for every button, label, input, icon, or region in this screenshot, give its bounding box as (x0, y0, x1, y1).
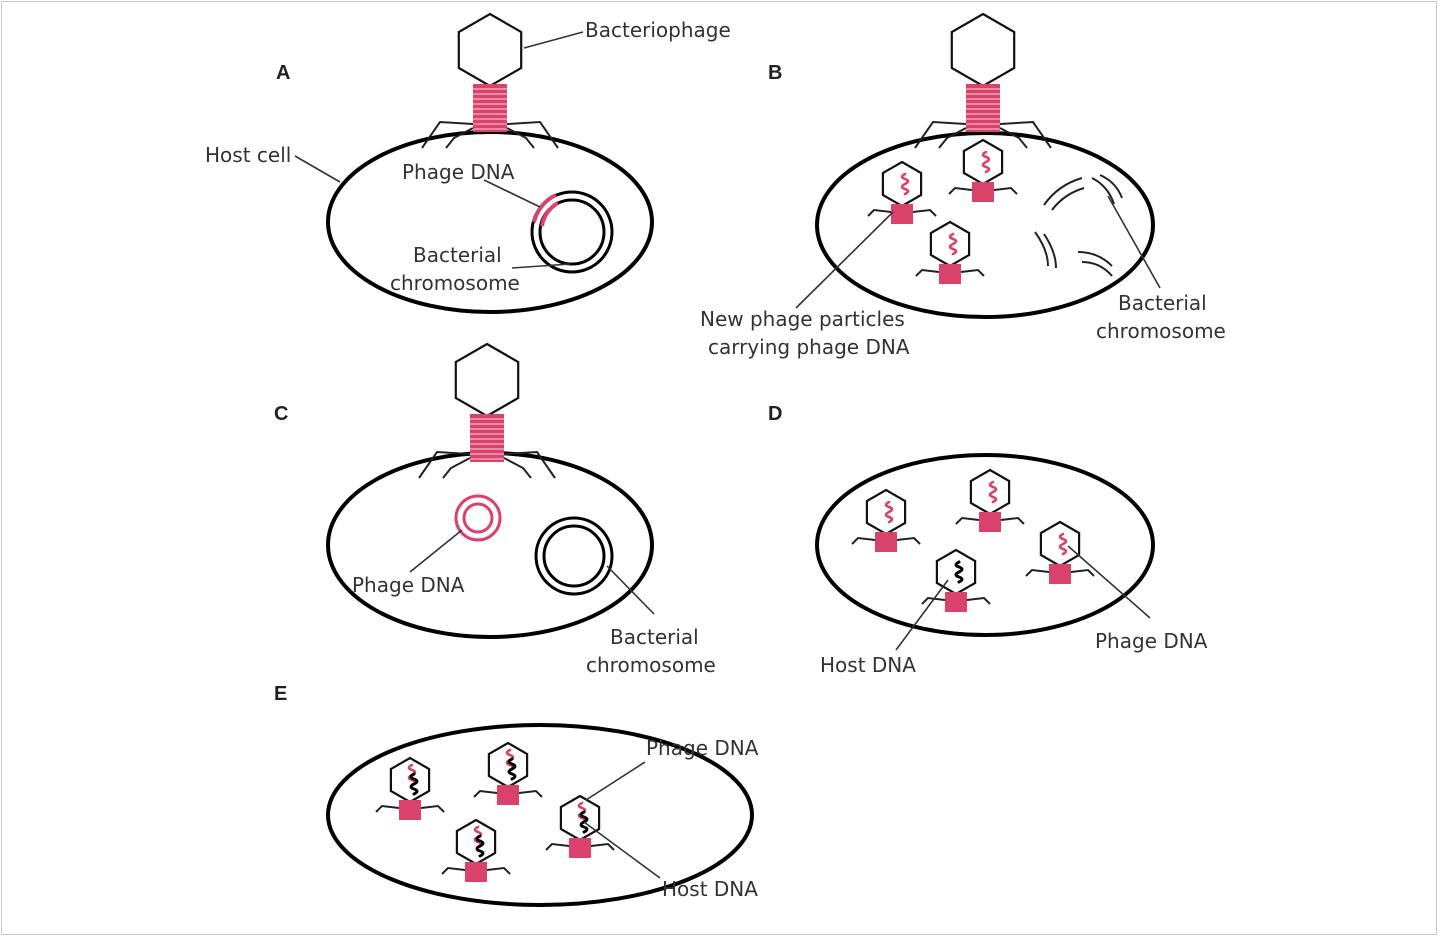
phage-tail (399, 800, 421, 820)
phage-tail (497, 785, 519, 805)
phage-tail (979, 512, 1001, 532)
bacteriophage-c (418, 342, 556, 479)
bacteriophage-a (421, 12, 559, 149)
phage-legs (914, 120, 1052, 149)
phage-particle (955, 468, 1025, 532)
phage-tail (945, 592, 967, 612)
phage-legs (915, 268, 985, 277)
label-phage-dna-a: Phage DNA (402, 160, 515, 184)
phage-tail (473, 84, 507, 132)
bacteriophage-b (914, 12, 1052, 149)
phage-particle (1025, 520, 1095, 584)
phage-head (881, 160, 923, 208)
phage-dna-coil (988, 480, 998, 504)
label-phage-dna-e: Phage DNA (646, 736, 759, 760)
phage-legs (375, 804, 445, 813)
phage-tail (569, 838, 591, 858)
host-dna-coil (954, 560, 964, 584)
label-phage-dna-c: Phage DNA (352, 573, 465, 597)
label-phage-dna-d: Phage DNA (1095, 629, 1208, 653)
phage-dna-arc-outer-a (532, 193, 557, 223)
panel-b: New phage particles carrying phage DNA B… (700, 12, 1226, 359)
phage-dna-coil (1058, 532, 1068, 556)
phage-tail (966, 84, 1000, 132)
panel-a: Bacteriophage Host cell Phage DNA Bacter… (205, 12, 731, 314)
phage-legs (851, 536, 921, 545)
bacterial-chromosome-outer-c (534, 516, 614, 596)
phage-head (865, 488, 907, 536)
phage-tail (1049, 564, 1071, 584)
phage-tail (972, 182, 994, 202)
label-bacterial-b-2: chromosome (1096, 319, 1226, 343)
phage-head (929, 220, 971, 268)
panel-letter-b: B (768, 62, 782, 84)
phage-head (1039, 520, 1081, 568)
panel-letter-e: E (274, 683, 287, 705)
new-phage-particle (915, 220, 985, 284)
panel-d: Host DNA Phage DNA (815, 453, 1208, 677)
phage-legs (948, 186, 1018, 195)
phage-legs (1025, 568, 1095, 577)
host-cell-e (326, 723, 754, 907)
phage-particle-with-mixed-dna (545, 794, 615, 858)
phage-tail (875, 532, 897, 552)
phage-legs (418, 450, 556, 479)
phage-legs (921, 596, 991, 605)
phage-legs (441, 866, 511, 875)
panel-letter-a: A (276, 62, 290, 84)
phage-particle-with-mixed-dna (375, 756, 445, 820)
phage-dna-coil (948, 232, 958, 256)
phage-dna-coil (900, 172, 910, 196)
phage-head (969, 468, 1011, 516)
phage-dna-arc-inner-a (540, 201, 560, 227)
phage-dna-ring-outer-c (454, 494, 502, 542)
phage-head (457, 12, 523, 88)
mixed-dna-coil (505, 748, 517, 781)
phage-dna-ring-inner-c (462, 502, 494, 534)
label-bacterial-b-1: Bacterial (1118, 291, 1207, 315)
panel-c: Phage DNA Bacterial chromosome (326, 342, 716, 677)
phage-tail (891, 204, 913, 224)
label-bacterial-c-2: chromosome (586, 653, 716, 677)
phage-legs (955, 516, 1025, 525)
phage-legs (867, 208, 937, 217)
phage-particle (851, 488, 921, 552)
mixed-dna-coil (473, 825, 485, 858)
panel-letter-c: C (274, 403, 288, 425)
phage-particle-with-mixed-dna (473, 741, 543, 805)
phage-legs (473, 789, 543, 798)
label-bacterial-a-2: chromosome (390, 271, 520, 295)
phage-legs (545, 842, 615, 851)
label-new-phage-2: carrying phage DNA (708, 335, 910, 359)
panel-e: Phage DNA Host DNA (326, 723, 759, 907)
bacterial-chromosome-outer-a (530, 190, 614, 274)
new-phage-particle (867, 160, 937, 224)
phage-head (454, 342, 520, 418)
new-phage-particle (948, 138, 1018, 202)
label-new-phage-1: New phage particles (700, 307, 905, 331)
phage-dna-coil (884, 500, 894, 524)
phage-tail (939, 264, 961, 284)
label-bacterial-a-1: Bacterial (413, 243, 502, 267)
bacterial-chromosome-inner-c (542, 524, 606, 588)
phage-tail (465, 862, 487, 882)
phage-particle-with-mixed-dna (441, 818, 511, 882)
phage-tail (470, 414, 504, 462)
label-host-dna-d: Host DNA (820, 653, 916, 677)
label-bacteriophage: Bacteriophage (585, 18, 731, 42)
label-host-dna-e: Host DNA (662, 877, 758, 901)
phage-head (962, 138, 1004, 186)
bacterial-chromosome-inner-a (538, 198, 606, 266)
label-host-cell: Host cell (205, 143, 291, 167)
label-bacterial-c-1: Bacterial (610, 625, 699, 649)
phage-legs (421, 120, 559, 149)
fragmented-bacterial-chromosome (1034, 174, 1123, 277)
phage-dna-coil (981, 150, 991, 174)
mixed-dna-coil (407, 763, 419, 796)
phage-head (950, 12, 1016, 88)
panel-letter-d: D (768, 403, 782, 425)
